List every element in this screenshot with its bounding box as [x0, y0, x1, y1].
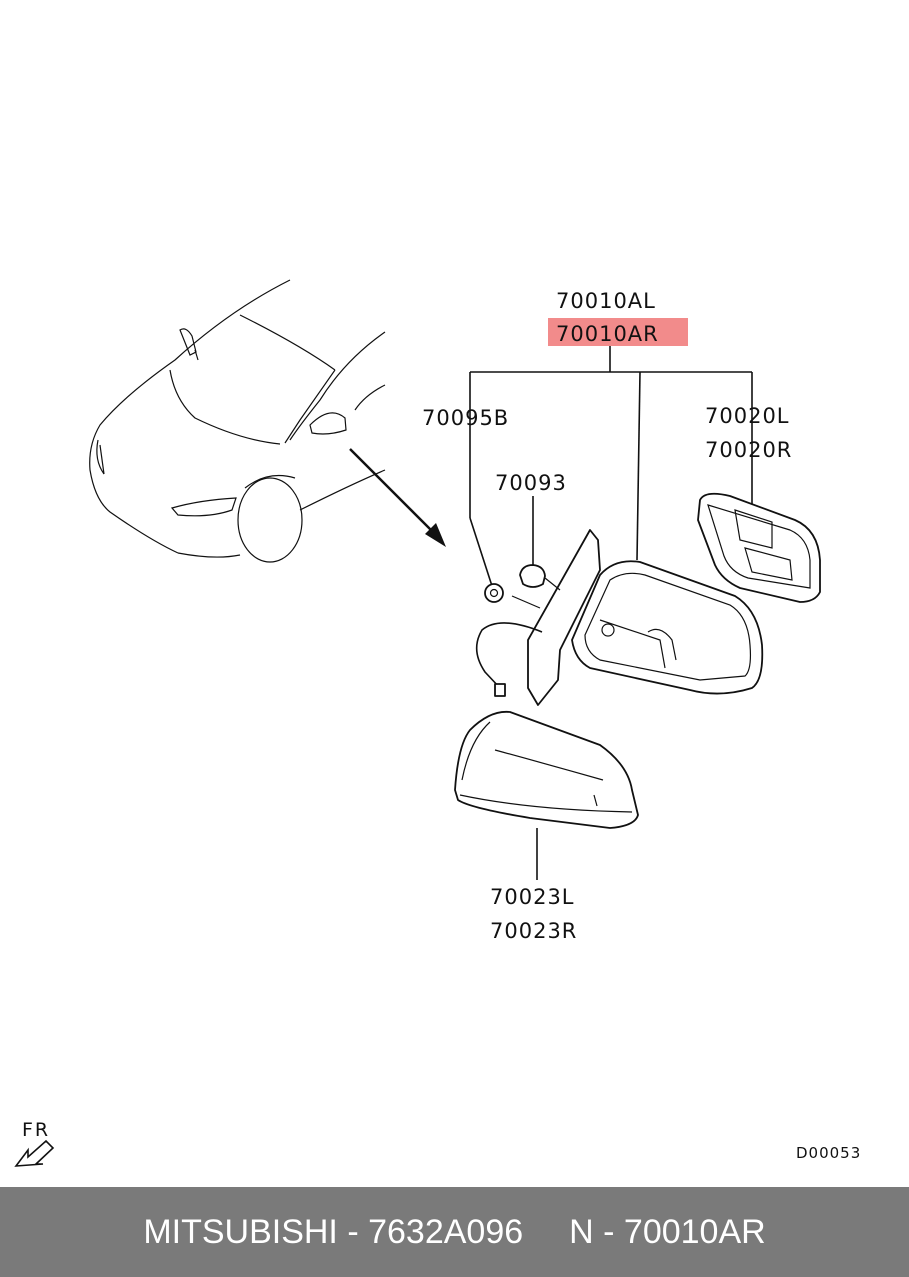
- diagram-code: D00053: [796, 1144, 861, 1162]
- label-70023l: 70023L: [490, 885, 575, 909]
- label-70020l: 70020L: [705, 404, 790, 428]
- label-70020r: 70020R: [705, 438, 792, 462]
- nut-70093: [519, 564, 561, 591]
- label-70095b: 70095B: [422, 406, 509, 430]
- label-70010ar: 70010AR: [556, 322, 659, 346]
- mirror-glass-part: [697, 492, 821, 603]
- label-70023r: 70023R: [490, 919, 577, 943]
- wire-harness: [475, 622, 543, 697]
- label-70093: 70093: [495, 471, 567, 495]
- footer-bar: MITSUBISHI - 7632A096 N - 70010AR: [0, 1187, 909, 1277]
- leader-lines: [469, 346, 753, 880]
- front-arrow-icon: [14, 1139, 55, 1167]
- footer-ref: N - 70010AR: [569, 1212, 766, 1251]
- parts-diagram: 70010AL 70010AR 70095B 70093 70020L 7002…: [14, 279, 861, 1167]
- mirror-cover-part: [454, 710, 639, 829]
- front-label: FR: [22, 1119, 50, 1141]
- direction-arrow: [349, 448, 446, 547]
- car-illustration: [89, 279, 386, 563]
- front-indicator: FR: [14, 1119, 55, 1167]
- clip-70095b: [484, 583, 541, 609]
- assembly-r-highlight: [548, 318, 688, 346]
- mirror-housing-part: [527, 529, 764, 706]
- label-70010al: 70010AL: [556, 289, 656, 313]
- footer-brand-part: MITSUBISHI - 7632A096: [143, 1212, 524, 1251]
